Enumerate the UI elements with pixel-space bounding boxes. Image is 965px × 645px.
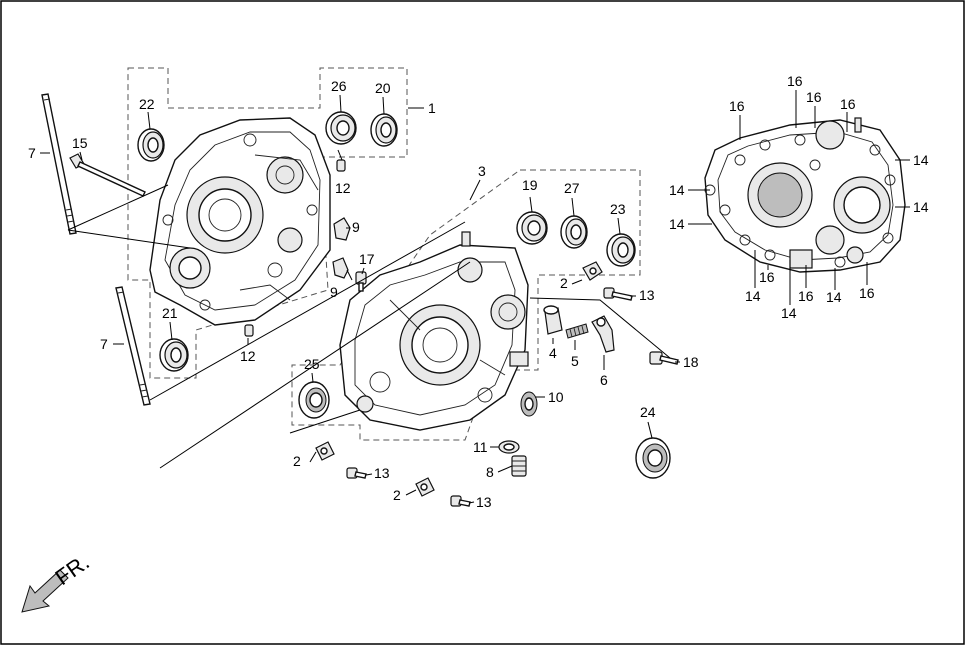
bracket-2-upper	[582, 261, 603, 281]
bearing-23	[606, 233, 636, 267]
arrow-down-left-icon	[21, 569, 69, 613]
group-outline-right-case	[291, 169, 641, 441]
bracket-2-mid	[315, 441, 335, 461]
callout-14-b: 14	[669, 216, 685, 232]
callout-7-upper: 7	[28, 145, 36, 161]
bearing-19	[516, 211, 548, 245]
callout-16-c: 16	[806, 89, 822, 105]
callout-14-d: 14	[913, 199, 929, 215]
callout-9-lower: 9	[330, 284, 338, 300]
callout-14-g: 14	[826, 289, 842, 305]
callout-7-lower: 7	[100, 336, 108, 352]
callout-9-upper: 9	[352, 219, 360, 235]
callout-2-upper: 2	[560, 275, 568, 291]
callout-26: 26	[331, 78, 347, 94]
callout-4: 4	[549, 345, 557, 361]
dowel-pin-12-upper	[336, 159, 346, 172]
spring-5	[565, 323, 589, 339]
leader-lines	[40, 90, 910, 504]
bearing-21	[159, 338, 189, 372]
callout-16-f: 16	[798, 288, 814, 304]
bolt-13-mid	[346, 467, 367, 479]
callout-20: 20	[375, 80, 391, 96]
callout-1: 1	[428, 100, 436, 116]
callout-14-c: 14	[913, 152, 929, 168]
stud-bolt-lower	[115, 286, 151, 406]
callout-27: 27	[564, 180, 580, 196]
callout-16-e: 16	[759, 269, 775, 285]
callout-17: 17	[359, 251, 375, 267]
washer-11	[498, 440, 520, 454]
bolt-18	[649, 351, 679, 365]
callout-14-a: 14	[669, 182, 685, 198]
bolt-15	[69, 153, 146, 197]
callout-13-mid: 13	[374, 465, 390, 481]
callout-16-a: 16	[729, 98, 745, 114]
bearing-26	[325, 111, 357, 145]
plug-8	[511, 455, 527, 477]
callout-22: 22	[139, 96, 155, 112]
bolt-17	[355, 271, 367, 292]
callout-10: 10	[548, 389, 564, 405]
callout-6: 6	[600, 372, 608, 388]
callout-14-f: 14	[781, 305, 797, 321]
dowel-pin-12-lower	[244, 324, 254, 337]
bearing-27	[560, 215, 588, 249]
clip-9-lower	[332, 257, 349, 279]
callout-labels: 1 3 7 7 15 22 26 20 12 9 17 9 21 12 19 2…	[28, 73, 929, 510]
bolt-13-low	[450, 495, 471, 507]
callout-12-upper: 12	[335, 180, 351, 196]
collar-4	[543, 305, 563, 335]
callout-3: 3	[478, 163, 486, 179]
callout-16-g: 16	[859, 285, 875, 301]
callout-14-e: 14	[745, 288, 761, 304]
callout-11: 11	[473, 439, 488, 455]
callout-13-upper: 13	[639, 287, 655, 303]
callout-24: 24	[640, 404, 656, 420]
callout-2-low: 2	[393, 487, 401, 503]
oil-seal-24	[635, 437, 671, 479]
clip-9-upper	[333, 217, 351, 241]
callout-16-b: 16	[787, 73, 803, 89]
bearing-22	[137, 128, 165, 162]
callout-2-mid: 2	[293, 453, 301, 469]
front-direction-indicator: FR.	[21, 549, 94, 613]
stud-bolt-upper	[41, 93, 77, 235]
left-crankcase-half	[149, 117, 331, 326]
callout-13-low: 13	[476, 494, 492, 510]
callout-25: 25	[304, 356, 320, 372]
callout-23: 23	[610, 201, 626, 217]
callout-21: 21	[162, 305, 178, 321]
crankcase-inner-view	[704, 117, 906, 273]
bracket-2-low	[415, 477, 435, 497]
callout-15: 15	[72, 135, 88, 151]
callout-8: 8	[486, 464, 494, 480]
stopper-arm-6	[591, 315, 615, 353]
callout-12-lower: 12	[240, 348, 256, 364]
bolt-13-upper	[603, 287, 633, 301]
bearing-20	[370, 113, 398, 147]
oil-seal-25	[298, 381, 330, 419]
callout-18: 18	[683, 354, 699, 370]
callout-16-d: 16	[840, 96, 856, 112]
gear-10	[520, 391, 538, 417]
callout-5: 5	[571, 353, 579, 369]
right-crankcase-half	[339, 231, 529, 431]
callout-19: 19	[522, 177, 538, 193]
